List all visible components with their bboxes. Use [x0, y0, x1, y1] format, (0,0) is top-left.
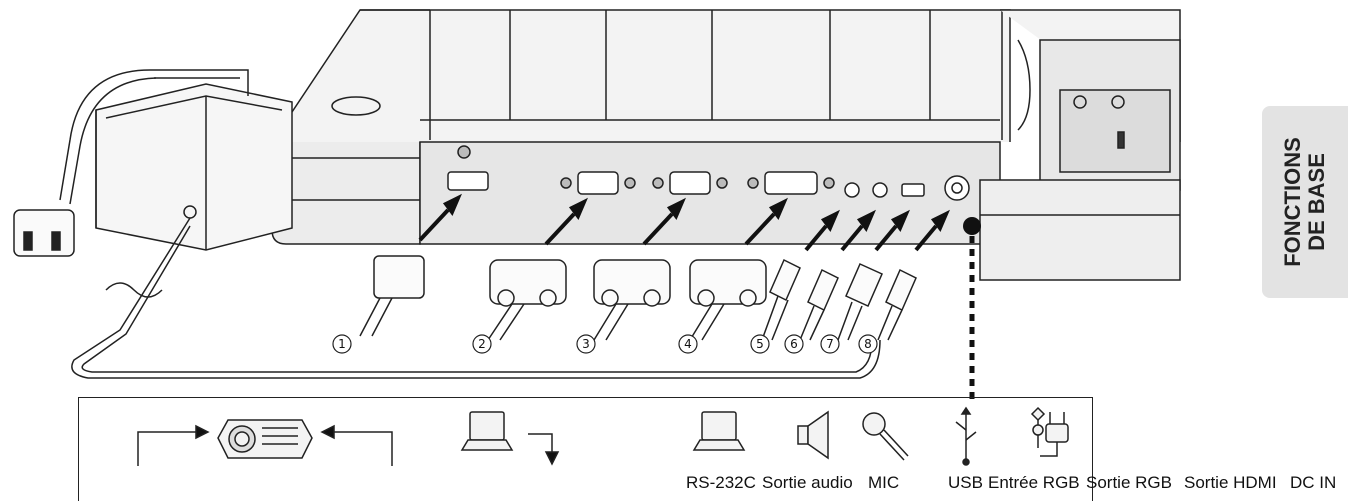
- number-circle-3: [576, 334, 596, 354]
- dc-power-icon: [1030, 406, 1069, 457]
- power-adapter-icon: [95, 69, 293, 251]
- label-rs232c: RS-232C: [686, 473, 756, 492]
- number-4: 4: [684, 337, 692, 351]
- label-dc-in: DC IN: [1290, 473, 1337, 492]
- audio-out-port: [844, 182, 860, 198]
- label-mic: MIC: [868, 473, 900, 492]
- cable-connectors: [359, 255, 917, 341]
- number-2: 2: [478, 337, 486, 351]
- dc-marker-dot: [963, 217, 981, 235]
- number-3: 3: [582, 337, 590, 351]
- speaker-icon: [797, 410, 829, 460]
- number-circle-2: [472, 334, 492, 354]
- side-section-tab-text: FONCTIONS DE BASE: [1262, 106, 1348, 298]
- device-back-panel: [271, 9, 1181, 281]
- rgb-out-port: [669, 171, 711, 195]
- rs232c-computer-icon: [692, 411, 746, 451]
- label-rgb-in: Entrée RGB: [988, 473, 1080, 492]
- number-5: 5: [756, 337, 764, 351]
- label-audio-out: Sortie audio: [762, 473, 853, 492]
- number-circle-4: [678, 334, 698, 354]
- number-circle-8: [858, 334, 878, 354]
- projector-icon: [137, 419, 393, 466]
- number-7: 7: [826, 337, 834, 351]
- number-circle-1: [332, 334, 352, 354]
- label-rgb-out: Sortie RGB: [1086, 473, 1172, 492]
- number-8: 8: [864, 337, 872, 351]
- mic-port: [872, 182, 888, 198]
- number-circle-7: [820, 334, 840, 354]
- usb-port: [901, 183, 925, 197]
- side-tab-line-1: FONCTIONS: [1280, 137, 1305, 267]
- microphone-icon: [862, 412, 909, 461]
- insert-arrows: [418, 193, 950, 252]
- label-usb: USB: [948, 473, 983, 492]
- ac-plug-icon: [13, 69, 157, 257]
- rgb-in-port: [577, 171, 619, 195]
- hdmi-port: [447, 171, 489, 191]
- label-hdmi-out: Sortie HDMI: [1184, 473, 1277, 492]
- dc-cable: [71, 217, 881, 379]
- usb-icon: [955, 406, 977, 466]
- number-circle-5: [750, 334, 770, 354]
- legend-box: [78, 397, 1093, 501]
- ports: [447, 145, 970, 201]
- computer-icon: [460, 411, 560, 466]
- side-tab-line-2: DE BASE: [1304, 153, 1329, 251]
- number-6: 6: [790, 337, 798, 351]
- side-section-tab: FONCTIONS DE BASE: [1262, 106, 1348, 298]
- connector-number-labels: [332, 334, 878, 354]
- rs232c-port: [764, 171, 818, 195]
- number-circle-6: [784, 334, 804, 354]
- number-1: 1: [338, 337, 346, 351]
